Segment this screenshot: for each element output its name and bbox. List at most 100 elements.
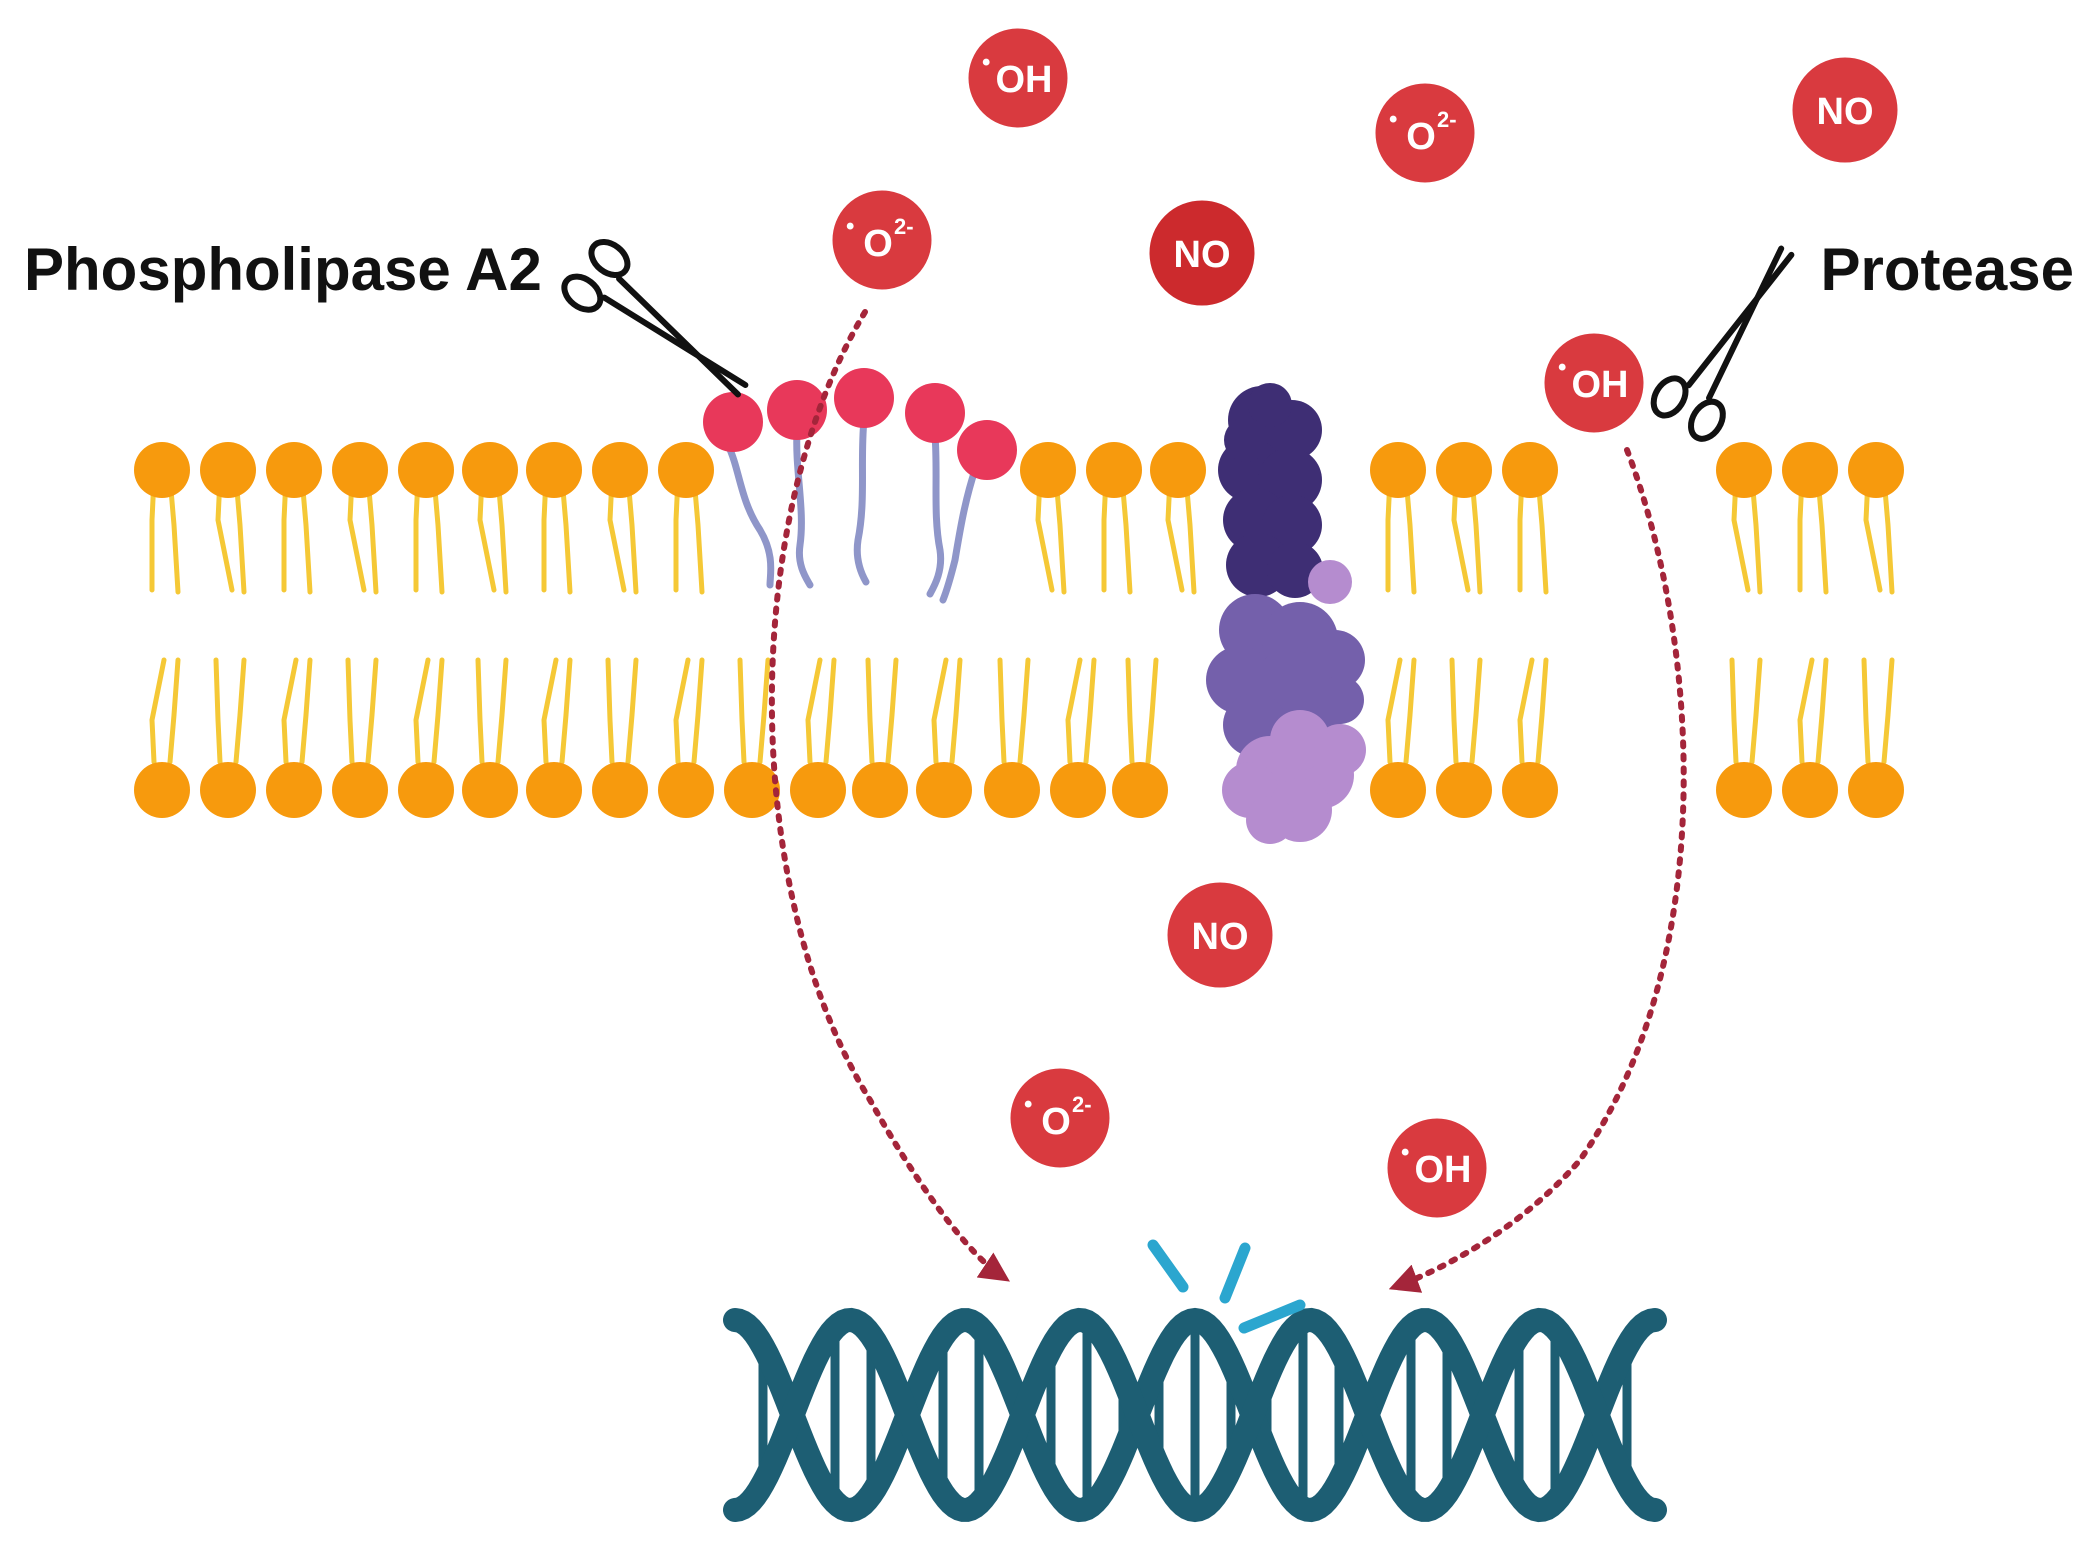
phospholipid-inner	[134, 657, 190, 818]
svg-text:•: •	[1024, 1091, 1032, 1118]
lipid-head	[724, 762, 780, 818]
lipid-tail	[541, 657, 559, 765]
phospholipid-outer	[462, 442, 518, 595]
phospholipid-inner	[1502, 657, 1558, 818]
phospholipid-inner	[398, 657, 454, 818]
svg-text:•: •	[1558, 354, 1566, 381]
lipid-head	[790, 762, 846, 818]
lipid-tail	[1469, 657, 1483, 765]
phospholipid-inner	[462, 657, 518, 818]
lipid-tail	[1535, 657, 1549, 765]
lipid-head	[852, 762, 908, 818]
lipid-head	[134, 442, 190, 498]
break-mark-left	[1147, 1239, 1189, 1293]
svg-text:O: O	[1406, 116, 1436, 158]
lipid-tail	[1449, 657, 1459, 765]
lipid-tail	[949, 657, 963, 765]
phospholipid-inner	[332, 657, 388, 818]
lipid-tail	[1729, 657, 1739, 765]
lipid-tail	[281, 657, 299, 765]
svg-text:O: O	[863, 223, 893, 265]
lipid-bilayer	[134, 442, 1904, 818]
damaged-tail	[939, 466, 979, 604]
lipid-tail	[495, 657, 509, 765]
phospholipid-outer	[134, 442, 190, 595]
radical-nitric-oxide-2: NO	[1787, 52, 1903, 168]
phospholipase-a2-label: Phospholipase A2	[24, 236, 542, 303]
lipid-tail	[413, 657, 431, 765]
lipid-tail	[1881, 657, 1895, 765]
lipid-tail	[167, 657, 181, 765]
phospholipid-inner	[592, 657, 648, 818]
dna-helix	[723, 1307, 1667, 1523]
lipid-tail	[1385, 657, 1403, 765]
lipid-head	[1020, 442, 1076, 498]
phospholipid-inner	[1050, 657, 1106, 818]
radical-nitric-oxide-3: NO	[1162, 877, 1278, 993]
lipid-tail	[757, 657, 771, 765]
lipid-tail	[931, 657, 949, 765]
phospholipid-inner	[1370, 657, 1426, 818]
lipid-head	[658, 442, 714, 498]
phospholipid-outer	[1150, 442, 1206, 595]
hydroxyl-to-dna-arrow	[1388, 447, 1687, 1293]
lipid-tail	[559, 657, 573, 765]
lipid-tail	[1083, 657, 1097, 765]
lipid-head	[916, 762, 972, 818]
lipid-tail	[299, 657, 313, 765]
lipid-tail	[365, 657, 379, 765]
radical-hydroxyl-3: • OH	[1382, 1113, 1492, 1223]
phospholipid-inner	[724, 657, 780, 818]
superoxide-to-dna-arrow	[768, 309, 1010, 1282]
lipid-head	[592, 762, 648, 818]
lipid-head	[462, 442, 518, 498]
lipid-head	[200, 762, 256, 818]
lipid-head	[398, 442, 454, 498]
damaged-phospholipid	[767, 380, 827, 589]
damaged-phospholipid	[834, 368, 894, 586]
lipid-head	[1782, 762, 1838, 818]
phospholipid-inner	[658, 657, 714, 818]
svg-text:2-: 2-	[1072, 1092, 1092, 1117]
lipid-tail	[149, 657, 167, 765]
phospholipid-inner	[916, 657, 972, 818]
damaged-tail	[793, 428, 814, 589]
lipid-head	[1112, 762, 1168, 818]
dna-strand-a	[723, 1307, 1667, 1523]
lipid-tail	[1517, 657, 1535, 765]
lipid-tail	[1065, 657, 1083, 765]
radical-hydroxyl-1: • OH	[963, 23, 1073, 133]
svg-text:2-: 2-	[894, 214, 914, 239]
phospholipid-inner	[1848, 657, 1904, 818]
lipid-tail	[345, 657, 355, 765]
radical-nitric-oxide-1: NO	[1144, 195, 1260, 311]
lipid-tail	[431, 657, 445, 765]
lipid-tail	[475, 657, 485, 765]
phospholipid-inner	[984, 657, 1040, 818]
phospholipid-outer	[1020, 442, 1076, 595]
lipid-tail	[625, 657, 639, 765]
phospholipid-outer	[1502, 442, 1558, 595]
svg-text:OH: OH	[996, 59, 1053, 101]
phospholipid-outer	[592, 442, 648, 595]
phospholipid-inner	[200, 657, 256, 818]
lipid-head	[1716, 762, 1772, 818]
lipid-tail	[1145, 657, 1159, 765]
svg-text:NO: NO	[1174, 234, 1231, 276]
lipid-head	[1436, 762, 1492, 818]
break-mark-right	[1238, 1299, 1306, 1334]
lipid-head	[1436, 442, 1492, 498]
phospholipid-inner	[852, 657, 908, 818]
lipid-head	[1782, 442, 1838, 498]
lipid-tail	[1797, 657, 1815, 765]
phospholipase-scissors-icon	[561, 238, 749, 398]
lipid-head	[332, 442, 388, 498]
radical-superoxide-1: • O 2-	[827, 185, 937, 295]
phospholipid-outer	[1716, 442, 1772, 595]
phospholipid-inner	[790, 657, 846, 818]
lipid-tail	[691, 657, 705, 765]
lipid-tail	[1017, 657, 1031, 765]
lipid-head	[462, 762, 518, 818]
damaged-tail	[926, 431, 945, 598]
